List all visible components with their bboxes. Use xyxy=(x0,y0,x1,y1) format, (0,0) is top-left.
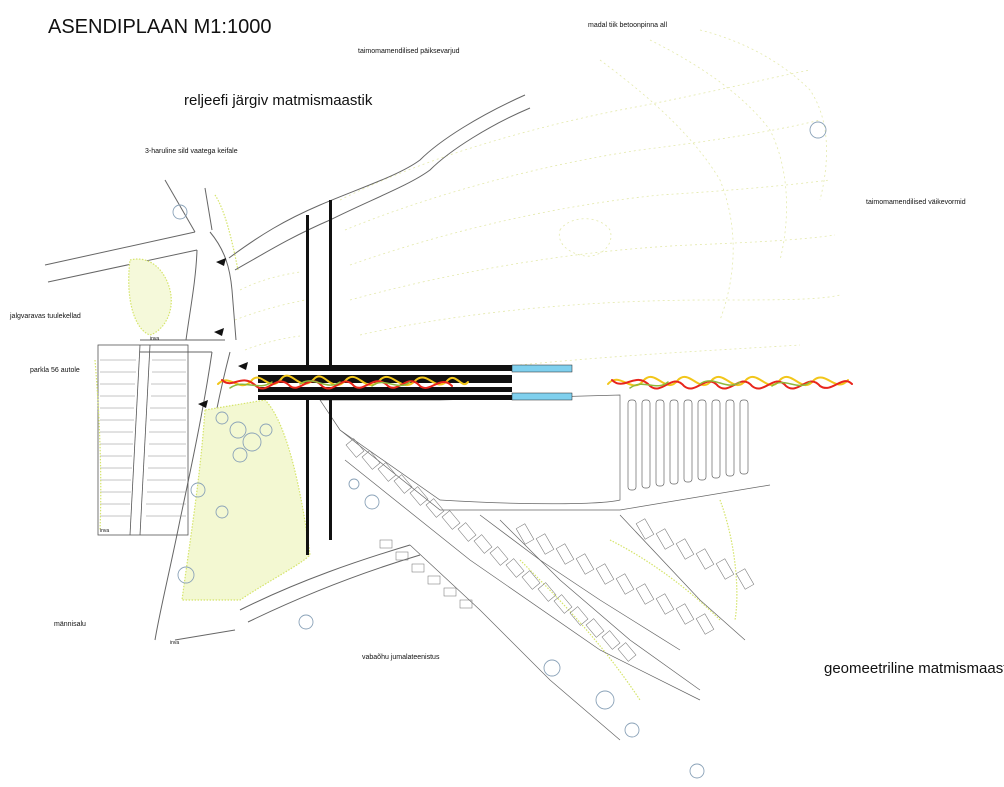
label-inva-3: inva xyxy=(170,640,180,646)
label-relief-landscape: reljeefi järgiv matmismaastik xyxy=(184,92,373,109)
label-gate: jalgvaravas tuulekellad xyxy=(10,313,81,320)
plant-ornaments xyxy=(217,374,853,390)
label-open-air-service: vabaõhu jumalateenistus xyxy=(362,654,440,661)
label-plant-shades: taimomamendilised päiksevarjud xyxy=(358,48,460,55)
water-pools xyxy=(511,364,573,401)
label-concrete-pond: madal tiik betoonpinna all xyxy=(588,22,667,29)
label-inva-1: inva xyxy=(150,336,160,342)
entrance-arrows xyxy=(198,258,248,408)
tree-clusters xyxy=(172,121,827,779)
label-bridge: 3-haruline sild vaatega keifale xyxy=(145,148,238,155)
label-plant-forms: taimomamendilised väikevormid xyxy=(866,199,966,206)
label-geometric-landscape: geomeetriline matmismaastik xyxy=(824,660,1004,677)
grave-field-grid xyxy=(319,394,771,741)
label-inva-2: inva xyxy=(100,528,110,534)
label-parking: parkla 56 autole xyxy=(30,367,80,374)
page-title: ASENDIPLAAN M1:1000 xyxy=(48,16,272,38)
label-pine-forest: männisalu xyxy=(54,621,86,628)
parking-lot xyxy=(97,344,189,536)
vegetation-areas xyxy=(94,194,738,701)
contour-lines xyxy=(234,29,841,366)
